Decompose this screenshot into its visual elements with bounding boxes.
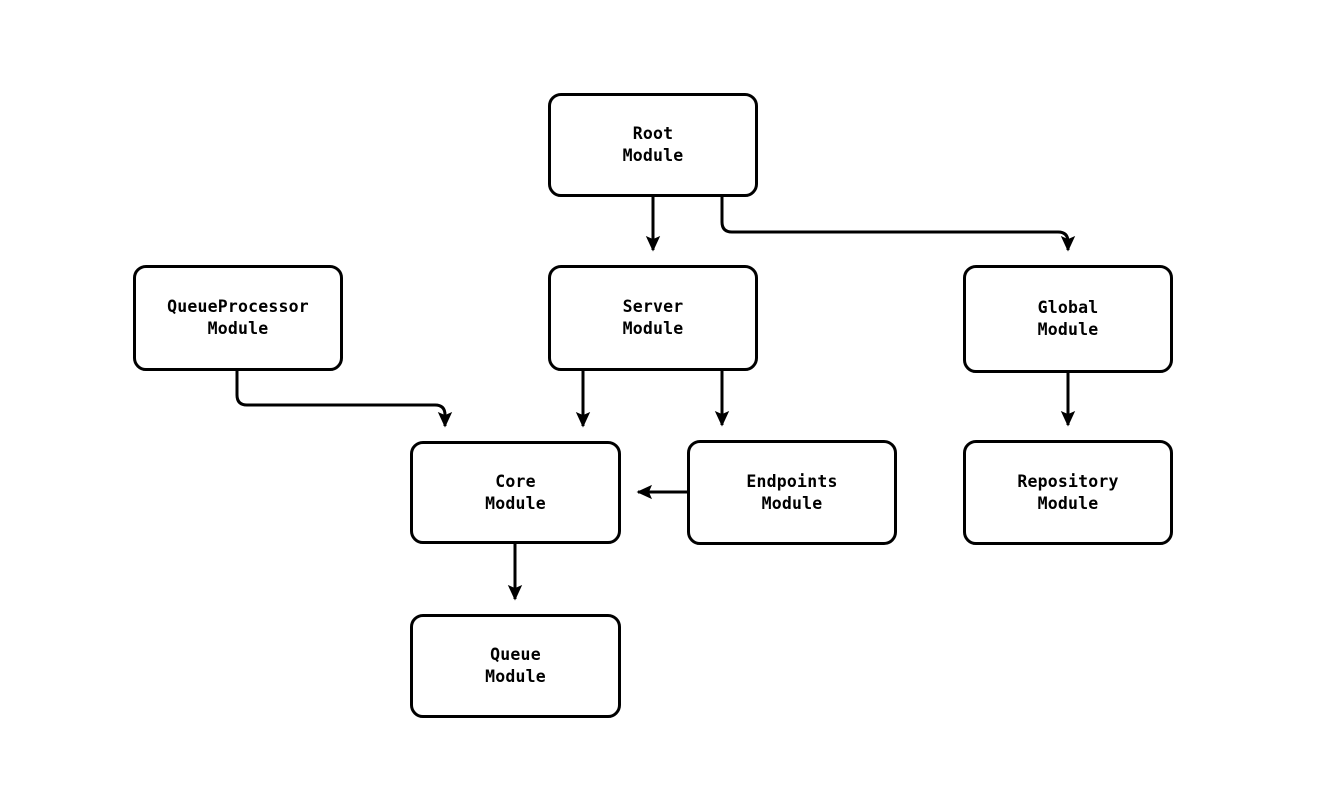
- node-label-core: Core Module: [485, 471, 546, 513]
- node-label-endpoints: Endpoints Module: [746, 471, 838, 513]
- node-label-server: Server Module: [622, 297, 684, 338]
- node-label-root: Root Module: [622, 124, 684, 165]
- node-root-module[interactable]: Root Module: [548, 93, 758, 197]
- node-label-queueprocessor: QueueProcessor Module: [167, 297, 309, 338]
- node-server-module[interactable]: Server Module: [548, 265, 758, 371]
- edge-queueprocessor-to-core: [235, 371, 453, 428]
- node-global-module[interactable]: Global Module: [963, 265, 1173, 373]
- node-queueprocessor-module[interactable]: QueueProcessor Module: [133, 265, 343, 371]
- node-core-module[interactable]: Core Module: [410, 441, 621, 544]
- node-label-repository: Repository Module: [1017, 471, 1119, 513]
- node-repository-module[interactable]: Repository Module: [963, 440, 1173, 545]
- node-label-queue: Queue Module: [485, 645, 546, 686]
- node-queue-module[interactable]: Queue Module: [410, 614, 621, 718]
- node-endpoints-module[interactable]: Endpoints Module: [687, 440, 897, 545]
- node-label-global: Global Module: [1037, 298, 1099, 339]
- edge-root-to-global: [720, 197, 1076, 252]
